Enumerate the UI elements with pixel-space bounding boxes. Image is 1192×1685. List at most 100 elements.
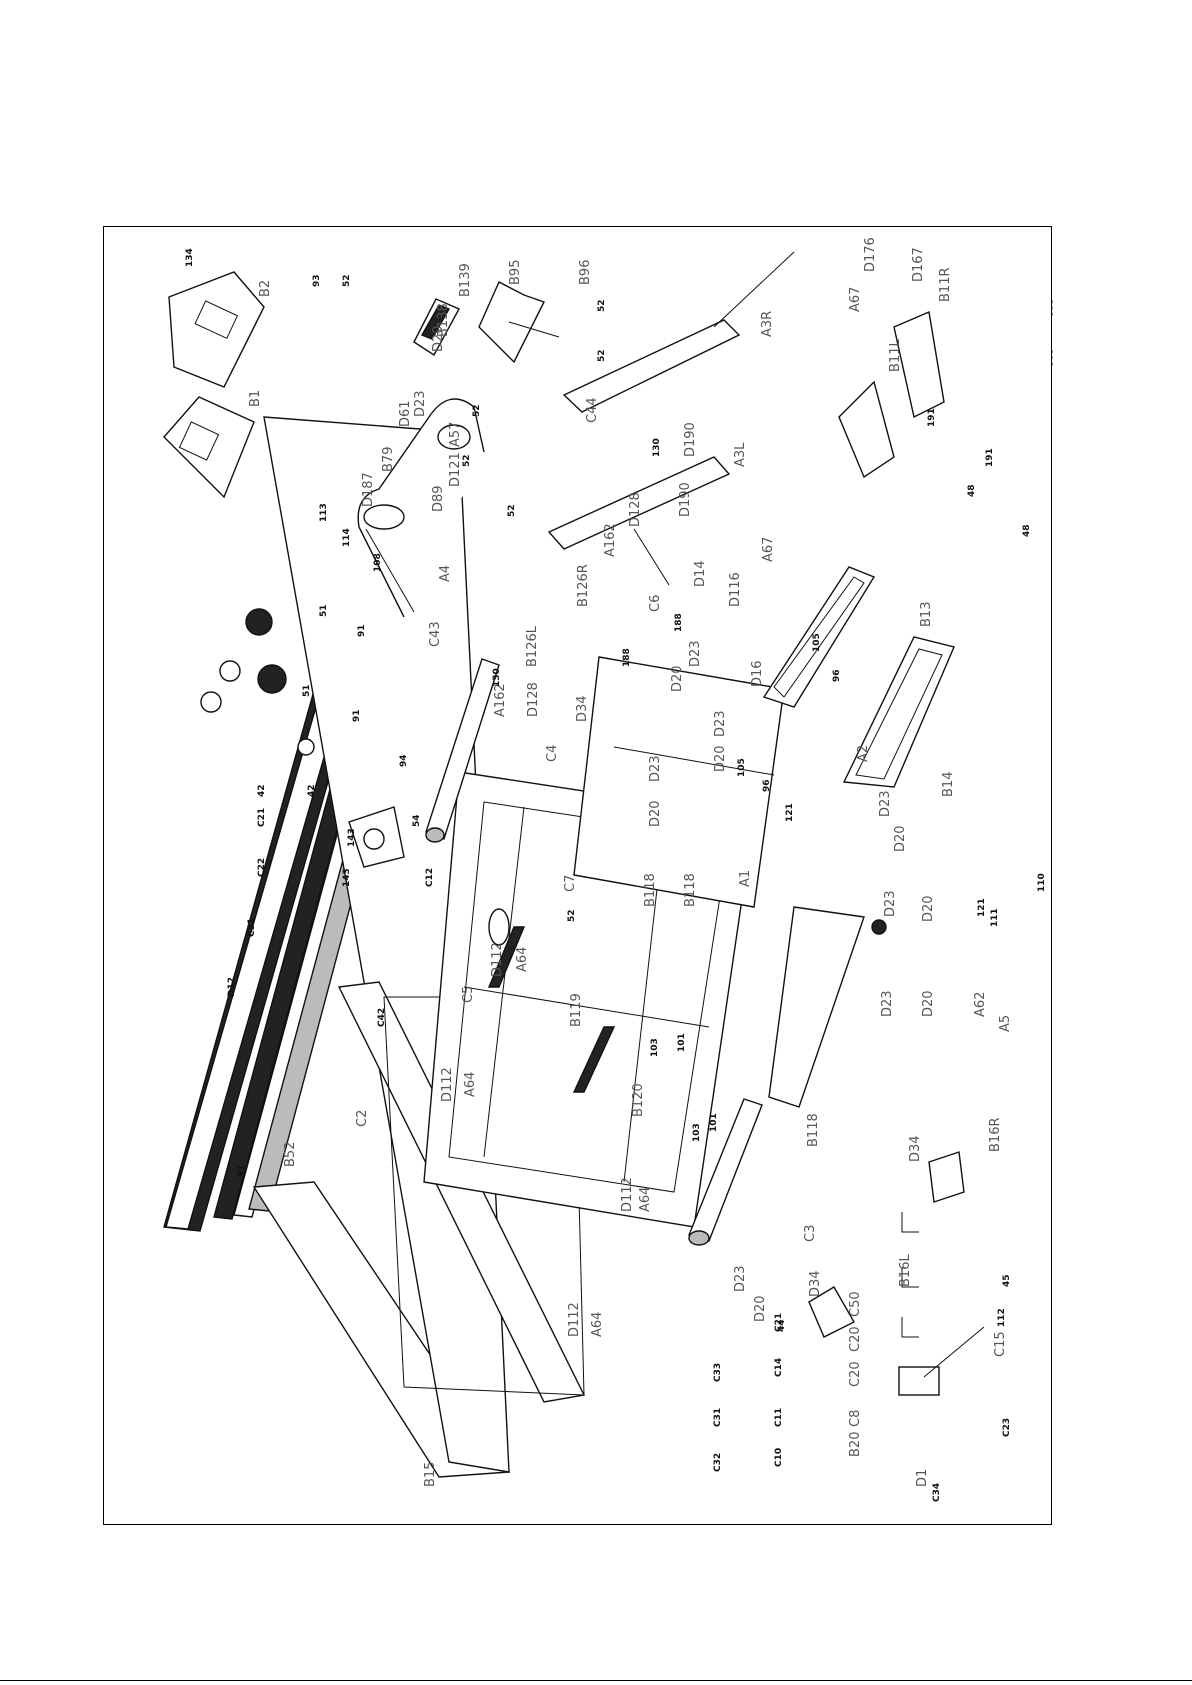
label-C22: C22	[257, 858, 267, 877]
label-D16: D16	[750, 660, 765, 687]
num-103a: 103	[650, 1038, 660, 1057]
label-D23d: D23	[713, 710, 728, 737]
label-C3: C3	[803, 1225, 818, 1242]
label-B95: B95	[508, 260, 523, 285]
diagram-frame: B1 B2 B15 B52 C2 C5 C3 C4 C6 C7 A1 A2 A3…	[103, 226, 1053, 1525]
num-48a: 48	[967, 484, 977, 497]
label-D14: D14	[693, 560, 708, 587]
console-b2	[168, 271, 265, 388]
num-52e: 52	[597, 299, 607, 312]
num-45b: 45	[1002, 1274, 1012, 1287]
num-111a: 111	[990, 908, 1000, 927]
label-D121: D121	[448, 452, 463, 487]
label-D23c: D23	[688, 640, 703, 667]
num-121b: 121	[977, 898, 987, 917]
label-C8: C8	[848, 1410, 863, 1427]
label-A1: A1	[738, 870, 753, 887]
num-52b: 52	[472, 404, 482, 417]
label-C23: C23	[1002, 1418, 1012, 1437]
label-D116: D116	[728, 572, 743, 607]
label-D23b: D23	[648, 755, 663, 782]
label-B126L: B126L	[525, 625, 540, 667]
label-B79: B79	[381, 447, 396, 472]
num-51b: 51	[302, 684, 312, 697]
foot-caps	[200, 608, 315, 756]
label-D20d: D20	[713, 745, 728, 772]
upright-a3r	[562, 251, 795, 413]
num-191a: 191	[927, 408, 937, 427]
label-D20e: D20	[893, 825, 908, 852]
num-93: 93	[312, 274, 322, 287]
label-D23a: D23	[413, 390, 428, 417]
label-D23f: D23	[883, 890, 898, 917]
label-A162b: A162	[603, 523, 618, 557]
label-C20b: C20	[848, 1326, 863, 1352]
num-42b: 42	[307, 784, 317, 797]
rollers-small	[487, 926, 616, 1093]
label-C2: C2	[355, 1110, 370, 1127]
label-B20: B20	[848, 1432, 863, 1457]
label-D20c: D20	[670, 665, 685, 692]
label-A64a: A64	[515, 947, 530, 972]
label-D190a: D190	[683, 422, 698, 457]
label-A62: A62	[973, 992, 988, 1017]
label-C20a: C20	[848, 1361, 863, 1387]
rear-end-caps	[808, 1151, 965, 1396]
lift-rod-c15	[923, 1326, 985, 1378]
label-B13: B13	[919, 602, 934, 627]
num-52f: 52	[597, 349, 607, 362]
label-C44: C44	[585, 397, 600, 423]
num-52a: 52	[342, 274, 352, 287]
num-103b: 103	[692, 1123, 702, 1142]
num-44: 44	[777, 1319, 787, 1332]
label-C12: C12	[425, 868, 435, 887]
label-C15: C15	[993, 1331, 1008, 1357]
lift-frame-a5	[768, 906, 887, 1108]
label-D34b: D34	[908, 1135, 923, 1162]
label-D167: D167	[911, 247, 926, 282]
motor-cover-b14	[842, 636, 955, 788]
num-52d: 52	[507, 504, 517, 517]
num-91a: 91	[357, 624, 367, 637]
num-101b: 101	[677, 1033, 687, 1052]
label-B119: B119	[569, 993, 584, 1027]
label-D20b: D20	[648, 800, 663, 827]
label-D34c: D34	[808, 1270, 823, 1297]
label-D23e: D23	[878, 790, 893, 817]
label-B138: B138	[436, 303, 451, 337]
label-D20g: D20	[921, 990, 936, 1017]
label-C7: C7	[563, 875, 578, 892]
label-B118c: B118	[806, 1113, 821, 1147]
num-143b: 143	[342, 868, 352, 887]
num-110a: 110	[1037, 873, 1047, 892]
label-C33: C33	[713, 1363, 723, 1382]
label-C31: C31	[713, 1408, 723, 1427]
label-B126R: B126R	[576, 564, 591, 607]
part-number-labels: 134 93 52 52 52 52 52 52 52 113 114 108 …	[185, 248, 1053, 1332]
console-b95	[413, 298, 460, 356]
num-48b: 48	[1022, 524, 1032, 537]
num-134: 134	[185, 248, 195, 267]
label-A3L: A3L	[733, 442, 748, 467]
label-C51: C51	[247, 918, 257, 937]
num-130b: 130	[652, 438, 662, 457]
label-A3R: A3R	[760, 311, 775, 337]
num-114: 114	[342, 528, 352, 547]
label-C6: C6	[648, 595, 663, 612]
label-D61: D61	[398, 400, 413, 427]
num-96b: 96	[832, 669, 842, 682]
label-A2: A2	[856, 745, 871, 762]
num-42a: 42	[257, 784, 267, 797]
label-C21a: C21	[774, 1313, 784, 1332]
label-B15: B15	[423, 1462, 438, 1487]
label-C34: C34	[932, 1483, 942, 1502]
num-105b: 105	[812, 633, 822, 652]
label-C14: C14	[774, 1358, 784, 1377]
label-A67b: A67	[848, 287, 863, 312]
num-108: 108	[373, 553, 383, 572]
num-191c: 191	[1052, 348, 1053, 367]
label-A64b: A64	[463, 1072, 478, 1097]
page-bottom-rule	[0, 1680, 1192, 1685]
base-frame-a2	[573, 656, 785, 908]
num-101c: 101	[709, 1113, 719, 1132]
